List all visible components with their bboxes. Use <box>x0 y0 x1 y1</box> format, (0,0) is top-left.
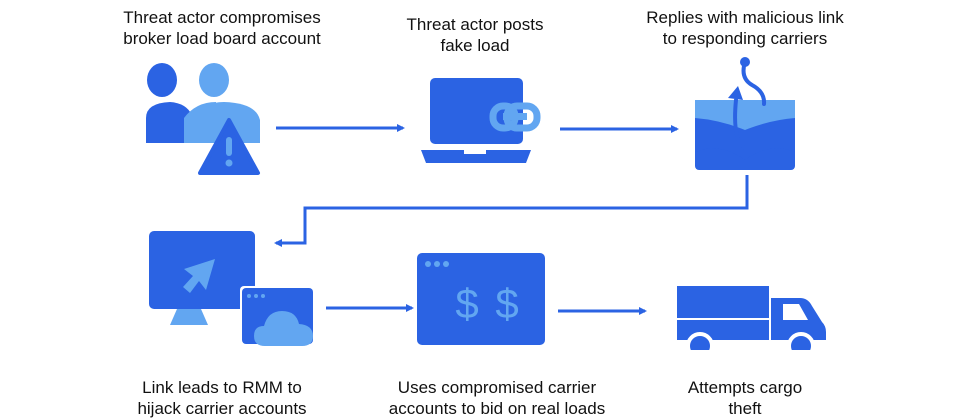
step-5-label-line2: accounts to bid on real loads <box>388 399 606 418</box>
step-1-label-line1: Threat actor compromises <box>123 8 321 27</box>
svg-text:$: $ <box>495 280 518 327</box>
step-2-label-line2: fake load <box>440 36 510 55</box>
step-1-label: Threat actor compromises broker load boar… <box>92 7 352 49</box>
step-6-label-line2: theft <box>728 399 762 418</box>
step-2-label: Threat actor posts fake load <box>345 14 605 56</box>
users-warning-icon <box>146 63 260 175</box>
step-5-label: Uses compromised carrier accounts to bid … <box>367 377 627 419</box>
step-6-label-line1: Attempts cargo <box>687 378 803 397</box>
step-2-label-line1: Threat actor posts <box>406 15 544 34</box>
laptop-link-icon <box>421 78 541 163</box>
step-5-label-line1: Uses compromised carrier <box>397 378 597 397</box>
step-4-label: Link leads to RMM to hijack carrier accou… <box>92 377 352 419</box>
step-6-label: Attempts cargo theft <box>615 377 875 419</box>
step-4-label-line1: Link leads to RMM to <box>142 378 302 397</box>
arrow-3-to-4 <box>274 175 749 247</box>
step-3-label: Replies with malicious link to responding… <box>615 7 875 49</box>
svg-text:$: $ <box>455 280 478 327</box>
remote-monitor-cloud-icon <box>149 231 315 346</box>
step-3-label-line2: to responding carriers <box>662 29 828 48</box>
phishing-email-icon <box>695 57 795 170</box>
step-1-label-line2: broker load board account <box>123 29 321 48</box>
step-3-label-line1: Replies with malicious link <box>646 8 844 27</box>
dollar-window-icon: $ $ <box>417 253 545 345</box>
truck-icon <box>670 286 840 370</box>
step-4-label-line2: hijack carrier accounts <box>137 399 307 418</box>
